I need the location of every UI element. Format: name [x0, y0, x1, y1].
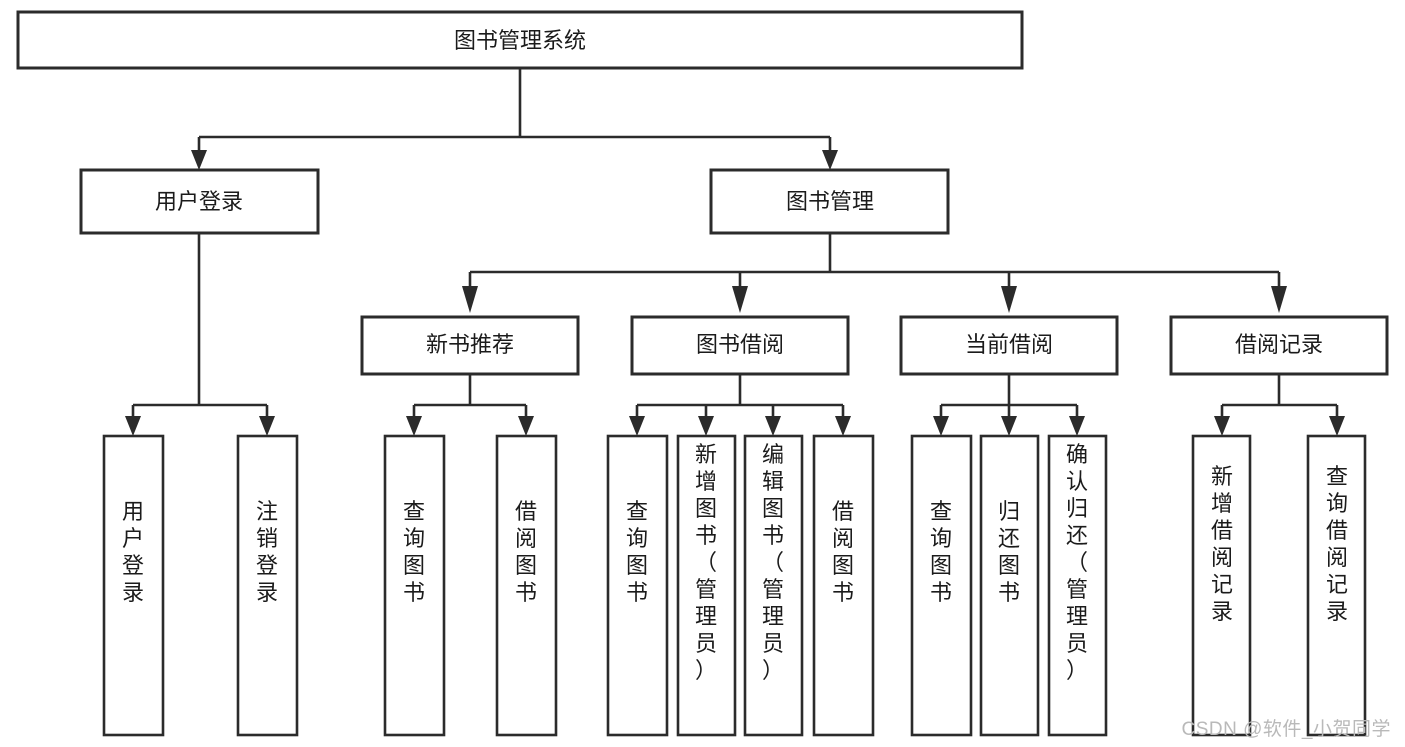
arrow-head-leaf-query-book-2 — [629, 416, 645, 436]
arrow-head-leaf-return-book — [1001, 416, 1017, 436]
arrow-head-leaf-query-record — [1329, 416, 1345, 436]
node-root-label: 图书管理系统 — [454, 28, 586, 53]
node-book-manage[interactable]: 图书管理 — [709, 168, 950, 235]
node-book-manage-box[interactable] — [709, 168, 950, 235]
node-leaf-borrow-book-1[interactable]: 借阅图书 — [495, 434, 558, 737]
node-leaf-confirm-return-box[interactable] — [1047, 434, 1108, 737]
watermark-text: CSDN @软件_小贺同学 — [1181, 719, 1391, 740]
node-leaf-query-book-3-label: 查询图书 — [930, 499, 952, 605]
node-leaf-user-logout[interactable]: 注销登录 — [236, 434, 299, 737]
node-leaf-borrow-book-1-label: 借阅图书 — [515, 499, 537, 605]
node-new-book-rec-box[interactable] — [360, 315, 580, 376]
node-borrow-record-label: 借阅记录 — [1235, 332, 1323, 357]
node-user-login[interactable]: 用户登录 — [79, 168, 320, 235]
node-leaf-confirm-return-label: 确认归还（管理员） — [1066, 442, 1088, 683]
node-leaf-query-book-3[interactable]: 查询图书 — [910, 434, 973, 737]
arrow-head-leaf-query-book-1 — [406, 416, 422, 436]
node-leaf-user-login-box[interactable] — [102, 434, 165, 737]
node-leaf-borrow-book-2-label: 借阅图书 — [832, 499, 854, 605]
arrow-head-borrow-record — [1271, 286, 1287, 313]
arrow-head-leaf-add-record — [1214, 416, 1230, 436]
node-leaf-user-login[interactable]: 用户登录 — [102, 434, 165, 737]
node-leaf-borrow-book-2-box[interactable] — [812, 434, 875, 737]
node-leaf-add-book[interactable]: 新增图书（管理员） — [676, 434, 737, 737]
arrow-head-leaf-edit-book — [765, 416, 781, 436]
arrow-head-leaf-borrow-book-2 — [835, 416, 851, 436]
node-leaf-query-book-3-box[interactable] — [910, 434, 973, 737]
node-new-book-rec-label: 新书推荐 — [426, 332, 514, 357]
node-leaf-query-book-2-label: 查询图书 — [626, 499, 648, 605]
node-user-login-label: 用户登录 — [155, 189, 243, 214]
arrow-head-book-borrow — [732, 286, 748, 313]
node-leaf-query-record-label: 查询借阅记录 — [1326, 464, 1348, 624]
node-leaf-query-book-2-box[interactable] — [606, 434, 669, 737]
connector-group-user-login — [125, 233, 275, 436]
node-leaf-query-book-1[interactable]: 查询图书 — [383, 434, 446, 737]
node-leaf-add-record[interactable]: 新增借阅记录 — [1191, 434, 1252, 737]
node-leaf-query-record-box[interactable] — [1306, 434, 1367, 737]
node-leaf-return-book-box[interactable] — [979, 434, 1040, 737]
arrow-head-leaf-confirm-return — [1069, 416, 1085, 436]
node-current-borrow-label: 当前借阅 — [965, 332, 1053, 357]
arrow-head-leaf-query-book-3 — [933, 416, 949, 436]
node-leaf-edit-book-label: 编辑图书（管理员） — [762, 442, 784, 683]
node-book-borrow-box[interactable] — [630, 315, 850, 376]
node-new-book-rec[interactable]: 新书推荐 — [360, 315, 580, 376]
node-leaf-user-logout-box[interactable] — [236, 434, 299, 737]
node-root-box[interactable] — [16, 10, 1024, 70]
node-borrow-record[interactable]: 借阅记录 — [1169, 315, 1389, 376]
node-leaf-edit-book-box[interactable] — [743, 434, 804, 737]
node-leaf-query-record[interactable]: 查询借阅记录 — [1306, 434, 1367, 737]
connector-group-current-borrow — [933, 374, 1085, 436]
arrow-head-book-manage — [822, 150, 838, 170]
node-leaf-edit-book[interactable]: 编辑图书（管理员） — [743, 434, 804, 737]
node-book-manage-label: 图书管理 — [786, 189, 874, 214]
node-user-login-box[interactable] — [79, 168, 320, 235]
node-leaf-user-logout-label: 注销登录 — [256, 499, 278, 605]
connector-group-book-manage — [462, 233, 1287, 313]
arrow-head-leaf-add-book — [698, 416, 714, 436]
connector-group-borrow-record — [1214, 374, 1345, 436]
node-leaf-add-record-label: 新增借阅记录 — [1211, 464, 1233, 624]
node-leaf-add-book-label: 新增图书（管理员） — [695, 442, 717, 683]
node-current-borrow-box[interactable] — [899, 315, 1119, 376]
node-leaf-borrow-book-1-box[interactable] — [495, 434, 558, 737]
node-leaf-borrow-book-2[interactable]: 借阅图书 — [812, 434, 875, 737]
arrow-head-leaf-user-logout — [259, 416, 275, 436]
node-leaf-add-record-box[interactable] — [1191, 434, 1252, 737]
node-borrow-record-box[interactable] — [1169, 315, 1389, 376]
node-leaf-query-book-1-label: 查询图书 — [403, 499, 425, 605]
connector-group-root — [191, 68, 838, 170]
arrow-head-user-login — [191, 150, 207, 170]
node-book-borrow[interactable]: 图书借阅 — [630, 315, 850, 376]
node-current-borrow[interactable]: 当前借阅 — [899, 315, 1119, 376]
arrow-head-leaf-user-login — [125, 416, 141, 436]
node-leaf-user-login-label: 用户登录 — [122, 499, 144, 605]
node-leaf-add-book-box[interactable] — [676, 434, 737, 737]
arrow-head-leaf-borrow-book-1 — [518, 416, 534, 436]
connector-group-book-borrow — [629, 374, 851, 436]
arrow-head-new-book-rec — [462, 286, 478, 313]
node-leaf-return-book[interactable]: 归还图书 — [979, 434, 1040, 737]
node-book-borrow-label: 图书借阅 — [696, 332, 784, 357]
node-leaf-return-book-label: 归还图书 — [998, 499, 1020, 605]
node-leaf-query-book-1-box[interactable] — [383, 434, 446, 737]
connector-group-new-book-rec — [406, 374, 534, 436]
arrow-head-current-borrow — [1001, 286, 1017, 313]
node-leaf-query-book-2[interactable]: 查询图书 — [606, 434, 669, 737]
node-leaf-confirm-return[interactable]: 确认归还（管理员） — [1047, 434, 1108, 737]
node-root[interactable]: 图书管理系统 — [16, 10, 1024, 70]
